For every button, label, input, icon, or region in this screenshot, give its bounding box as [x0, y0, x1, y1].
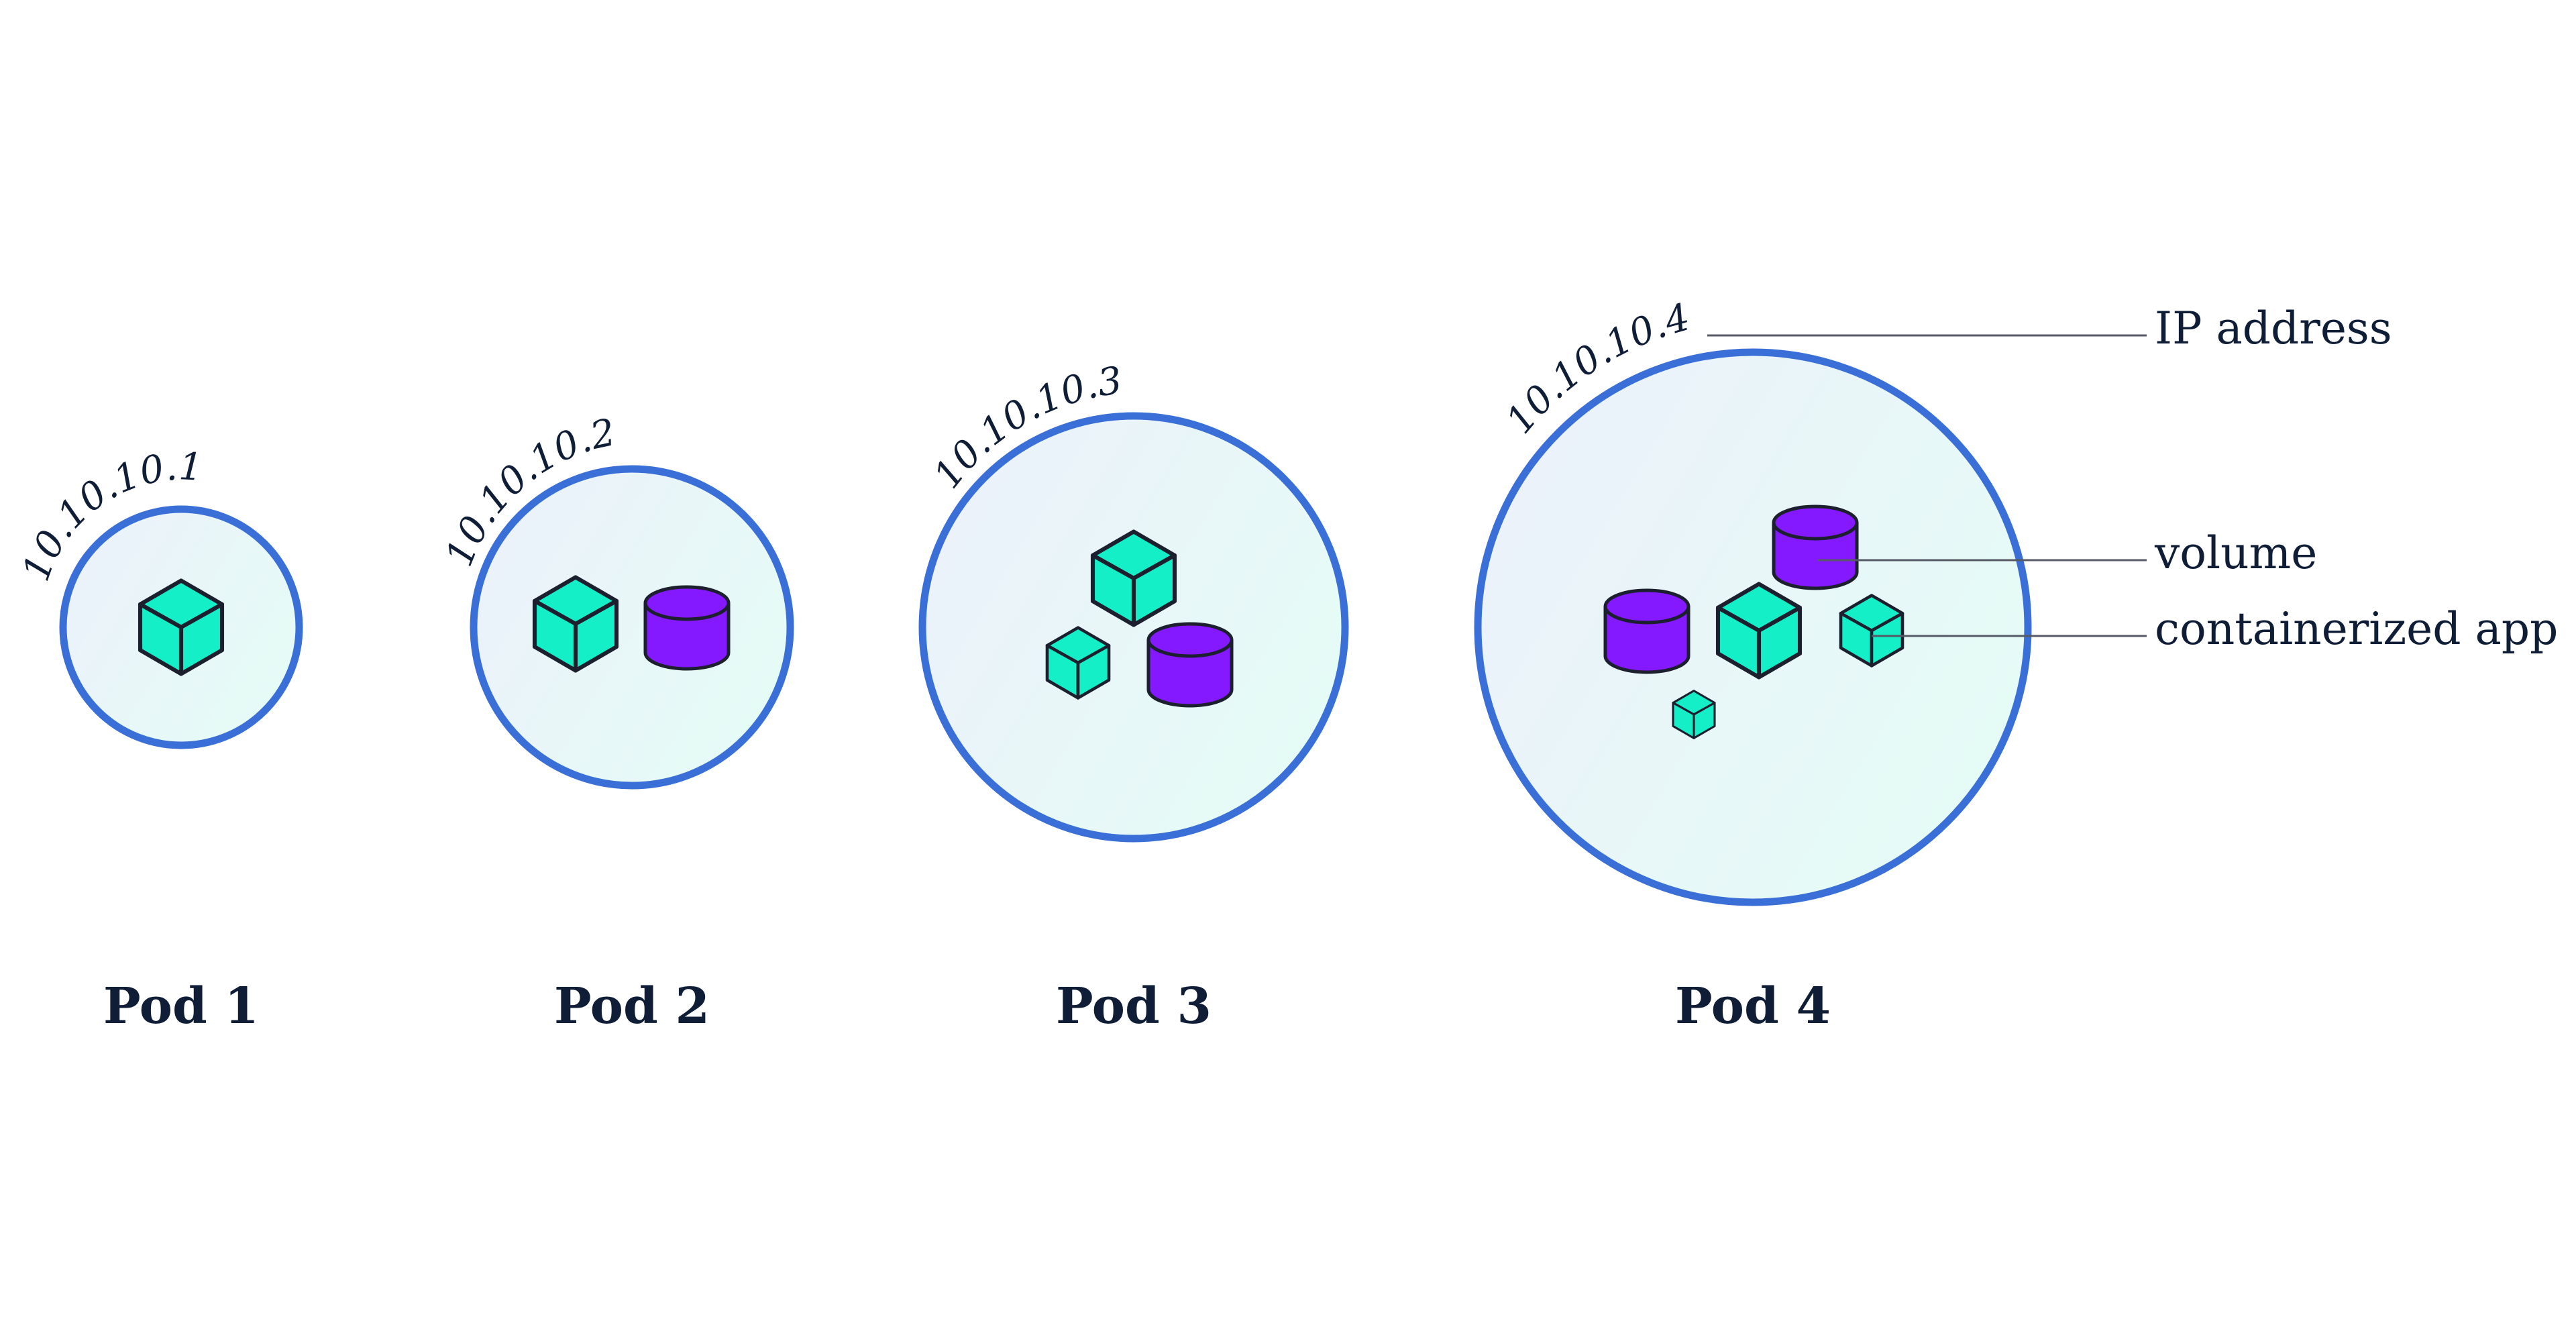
legend-leader-lines — [1707, 334, 2147, 637]
pod-2-label: Pod 2 — [554, 977, 710, 1035]
cylinder-icon — [1774, 506, 1857, 588]
pod-4: 10.10.10.4 Pod 4 — [1474, 295, 2032, 1035]
pod-3: 10.10.10.3 Pod 3 — [918, 359, 1349, 1035]
legend-containerized-app-label: containerized app — [2155, 603, 2558, 655]
legend-volume-label: volume — [2154, 527, 2317, 579]
cylinder-icon — [1605, 590, 1688, 672]
legend: IP address volume containerized app — [2154, 303, 2558, 655]
pod-2-boundary — [470, 465, 794, 790]
pod-4-label: Pod 4 — [1675, 977, 1831, 1035]
pod-3-label: Pod 3 — [1056, 977, 1212, 1035]
pod-1: 10.10.10.1 Pod 1 — [14, 445, 303, 1035]
legend-ip-address-label: IP address — [2155, 303, 2392, 354]
cylinder-icon — [1148, 624, 1232, 706]
pod-3-boundary — [918, 412, 1349, 843]
pod-2: 10.10.10.2 Pod 2 — [437, 411, 794, 1035]
pod-1-label: Pod 1 — [103, 977, 259, 1035]
cylinder-icon — [645, 587, 729, 669]
